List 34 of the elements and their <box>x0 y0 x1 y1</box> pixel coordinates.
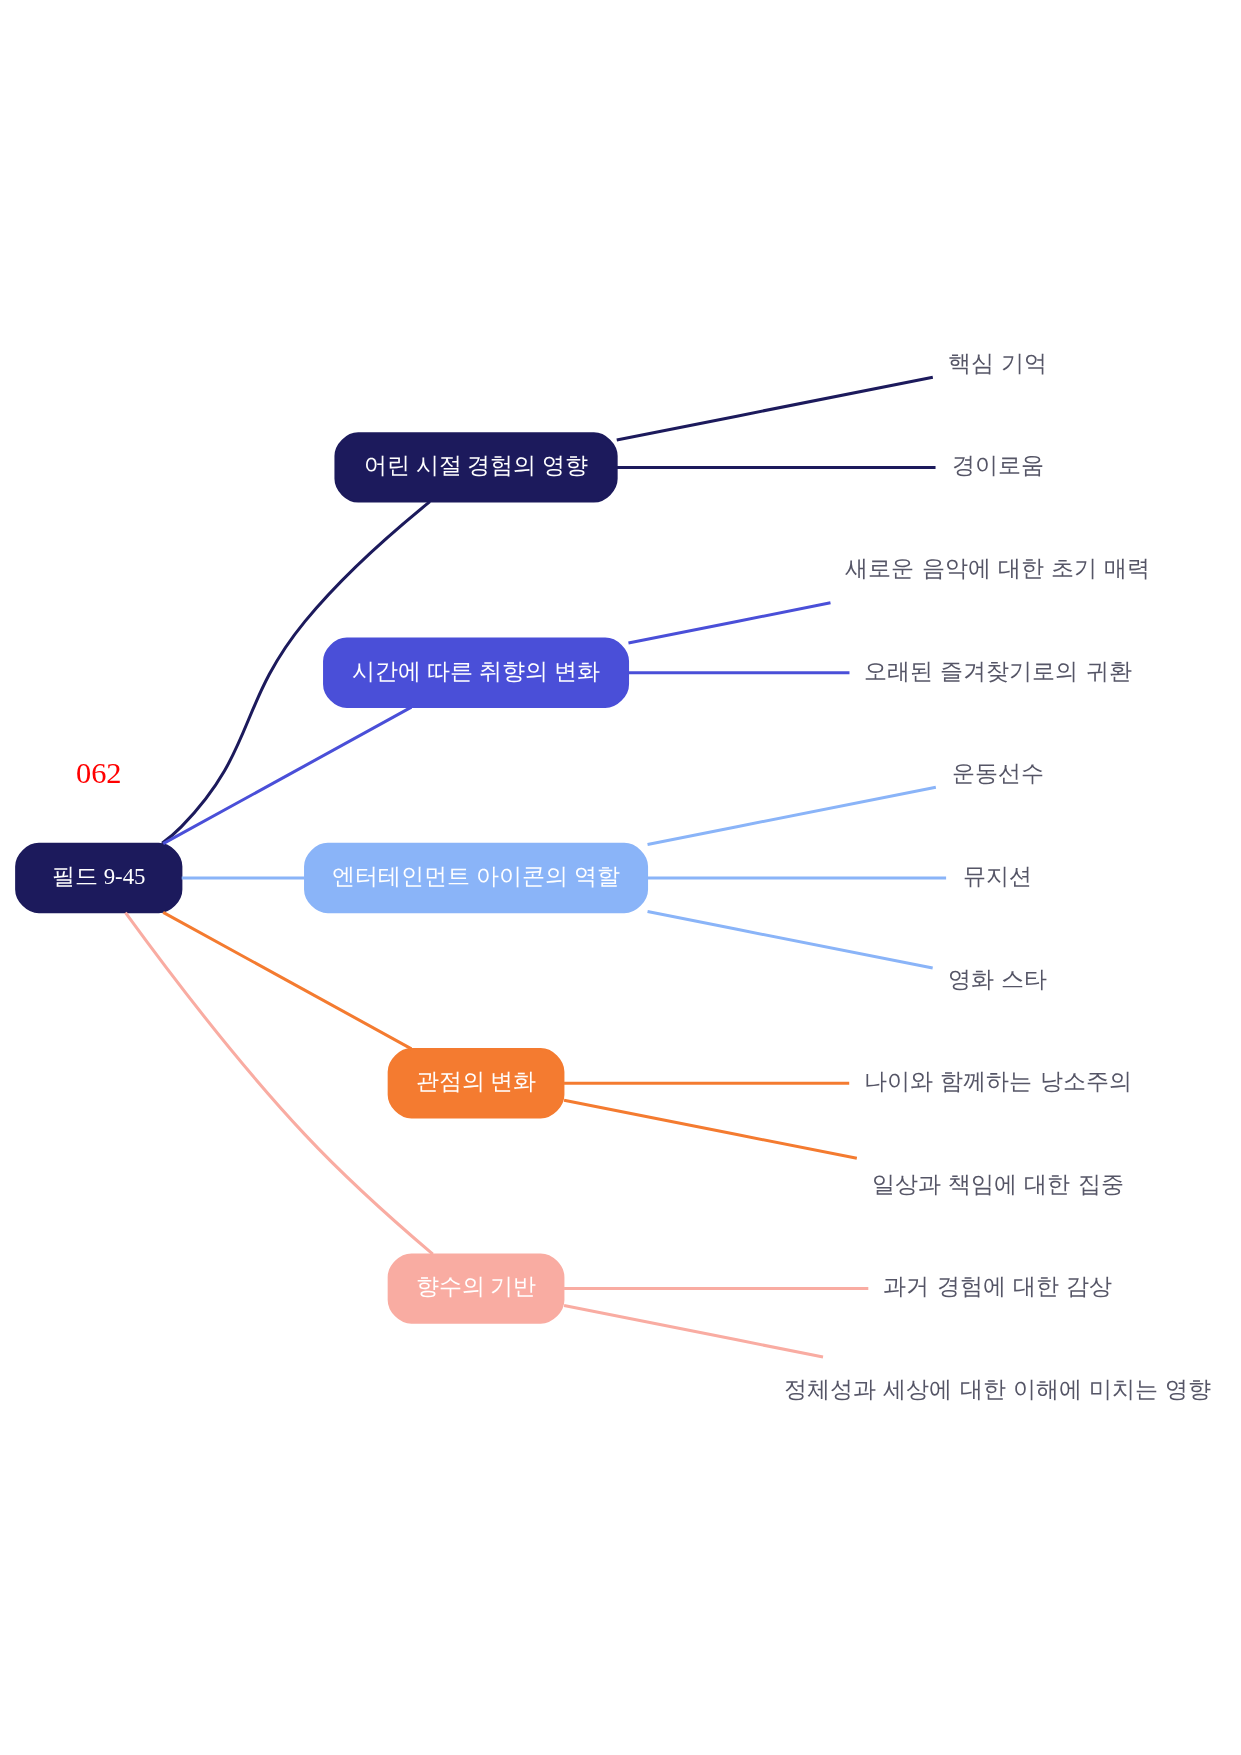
node-text: 영화 스타 <box>948 965 1048 992</box>
node-text: 정체성과 세상에 대한 이해에 미치는 영향 <box>784 1375 1212 1402</box>
node-text: 과거 경험에 대한 감상 <box>883 1272 1113 1299</box>
connector <box>628 670 850 674</box>
connector <box>647 785 937 846</box>
node-text: 뮤지션 <box>963 862 1033 889</box>
node-text: 새로운 음악에 대한 초기 매력 <box>845 554 1151 581</box>
connector <box>564 1081 850 1085</box>
node-box: 어린 시절 경험의 영향 <box>334 431 618 503</box>
connector <box>162 910 413 1050</box>
connector <box>563 1098 858 1160</box>
node-text: 경이로움 <box>951 451 1044 478</box>
connector <box>564 1286 869 1290</box>
connector <box>181 876 305 879</box>
connector <box>647 876 947 879</box>
label: 062 <box>75 755 122 790</box>
connector <box>616 465 936 469</box>
connector <box>124 911 434 1255</box>
node-box: 관점의 변화 <box>387 1047 565 1118</box>
node-text: 오래된 즐겨찾기로의 귀환 <box>864 657 1132 684</box>
node-box: 시간에 따른 취향의 변화 <box>323 637 630 708</box>
connector <box>563 1303 824 1358</box>
node-box: 향수의 기반 <box>387 1252 565 1324</box>
connector <box>628 600 831 644</box>
connector <box>162 705 413 845</box>
node-text: 운동선수 <box>951 759 1044 786</box>
node-box: 필드 9-45 <box>15 842 183 913</box>
node-text: 일상과 책임에 대한 집중 <box>871 1170 1124 1197</box>
connector <box>647 909 933 970</box>
connector <box>616 375 934 441</box>
connector <box>161 500 431 845</box>
node-text: 나이와 함께하는 낭소주의 <box>864 1067 1132 1094</box>
node-text: 핵심 기억 <box>948 349 1048 376</box>
node-box: 엔터테인먼트 아이콘의 역할 <box>304 842 649 913</box>
